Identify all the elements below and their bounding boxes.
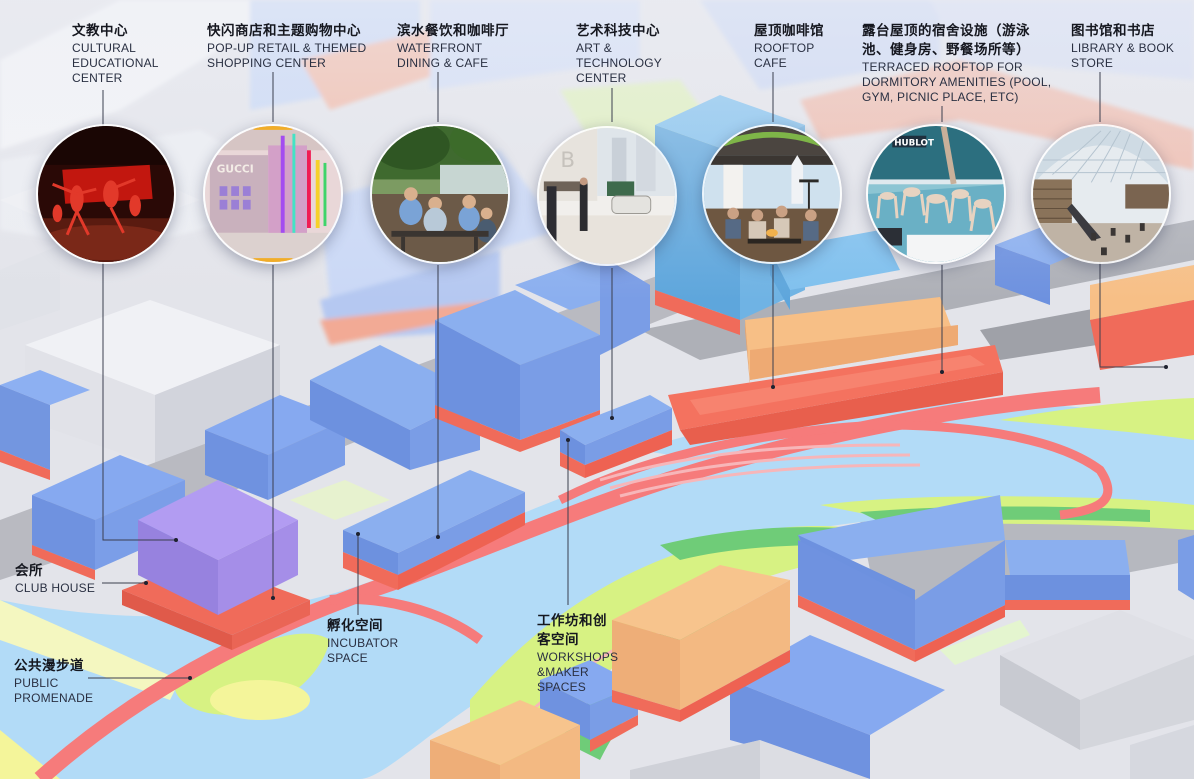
label-zh: 滨水餐饮和咖啡厅	[397, 23, 509, 39]
label-terraced-rooftop: 露台屋顶的宿舍设施（游泳 池、健身房、野餐场所等） TERRACED ROOFT…	[862, 22, 1051, 105]
photo-cultural-dance	[36, 124, 176, 264]
label-zh: 图书馆和书店	[1071, 23, 1155, 39]
rooftop-bar-image	[704, 126, 840, 262]
label-zh-line: 客空间	[537, 632, 579, 648]
label-zh: 屋顶咖啡馆	[754, 23, 824, 39]
label-en-line: CULTURAL	[72, 41, 137, 55]
label-zh: 孵化空间	[327, 618, 383, 634]
label-en-line: SPACES	[537, 680, 586, 694]
club-house-building	[122, 480, 310, 650]
label-public-promenade: 公共漫步道 PUBLIC PROMENADE	[14, 657, 93, 706]
label-en-line: PROMENADE	[14, 691, 94, 705]
photo-library	[1031, 124, 1171, 264]
svg-text:GUCCI: GUCCI	[217, 163, 254, 176]
label-en-line: WORKSHOPS	[537, 650, 619, 664]
label-en-line: INCUBATOR	[327, 636, 399, 650]
label-cultural-educational-center: 文教中心 CULTURAL EDUCATIONAL CENTER	[72, 22, 159, 86]
label-zh: 文教中心	[72, 23, 128, 39]
label-workshops-maker-spaces: 工作坊和创 客空间 WORKSHOPS &MAKER SPACES	[537, 612, 618, 695]
tech-showroom-image: B	[539, 128, 675, 264]
label-en-line: &MAKER	[537, 665, 589, 679]
paving-patch	[290, 480, 390, 520]
label-art-technology-center: 艺术科技中心 ART & TECHNOLOGY CENTER	[576, 22, 662, 86]
label-zh: 快闪商店和主题购物中心	[207, 23, 361, 39]
label-en-line: WATERFRONT	[397, 41, 483, 55]
label-zh-line: 露台屋顶的宿舍设施（游泳	[862, 23, 1030, 39]
label-en-line: CENTER	[72, 71, 123, 85]
photo-art-technology: B	[537, 126, 677, 266]
label-en-line: DORMITORY AMENITIES (POOL,	[862, 75, 1052, 89]
workshop-buildings	[430, 565, 790, 779]
label-waterfront-dining: 滨水餐饮和咖啡厅 WATERFRONT DINING & CAFE	[397, 22, 509, 71]
library-atrium-image	[1033, 126, 1169, 262]
label-rooftop-cafe: 屋顶咖啡馆 ROOFTOP CAFE	[754, 22, 824, 71]
label-incubator-space: 孵化空间 INCUBATOR SPACE	[327, 617, 398, 666]
leader-lines	[88, 72, 1166, 679]
label-en-line: GYM, PICNIC PLACE, ETC)	[862, 90, 1019, 104]
label-en-line: ART &	[576, 41, 612, 55]
label-en-line: POP-UP RETAIL & THEMED	[207, 41, 367, 55]
photo-rooftop-cafe	[702, 124, 842, 264]
label-zh-line: 池、健身房、野餐场所等）	[862, 42, 1030, 58]
label-en-line: CENTER	[576, 71, 627, 85]
label-zh: 公共漫步道	[14, 658, 84, 674]
label-en-line: EDUCATIONAL	[72, 56, 159, 70]
svg-text:B: B	[560, 148, 575, 173]
photo-popup-retail: GUCCI	[203, 124, 343, 264]
dance-performance-image	[38, 126, 174, 262]
photo-terraced-rooftop: HUBLOT	[866, 124, 1006, 264]
leader-dots	[144, 365, 1168, 680]
label-club-house: 会所 CLUB HOUSE	[15, 562, 95, 596]
label-popup-retail: 快闪商店和主题购物中心 POP-UP RETAIL & THEMED SHOPP…	[207, 22, 366, 71]
label-en-line: CAFE	[754, 56, 787, 70]
label-zh-line: 工作坊和创	[537, 613, 607, 629]
terraced-podium	[668, 265, 1194, 445]
label-en-line: PUBLIC	[14, 676, 59, 690]
label-en-line: DINING & CAFE	[397, 56, 489, 70]
label-library-bookstore: 图书馆和书店 LIBRARY & BOOK STORE	[1071, 22, 1174, 71]
photo-waterfront-dining	[370, 124, 510, 264]
waterfront-terrace-image	[372, 126, 508, 262]
label-en-line: ROOFTOP	[754, 41, 815, 55]
label-en-line: STORE	[1071, 56, 1114, 70]
paving-patch	[940, 620, 1030, 665]
label-en-line: TERRACED ROOFTOP FOR	[862, 60, 1023, 74]
label-zh: 会所	[15, 563, 43, 579]
outdoor-yoga-image: HUBLOT	[868, 126, 1004, 262]
label-en-line: LIBRARY & BOOK	[1071, 41, 1175, 55]
grey-buildings-right	[630, 610, 1194, 779]
svg-text:HUBLOT: HUBLOT	[894, 138, 934, 148]
leader-cultural	[102, 262, 176, 541]
gucci-storefront-image: GUCCI	[205, 126, 341, 262]
label-zh: 艺术科技中心	[576, 23, 660, 39]
label-en-line: CLUB HOUSE	[15, 581, 96, 595]
label-en-line: SPACE	[327, 651, 368, 665]
label-en-line: SHOPPING CENTER	[207, 56, 327, 70]
label-en-line: TECHNOLOGY	[576, 56, 663, 70]
